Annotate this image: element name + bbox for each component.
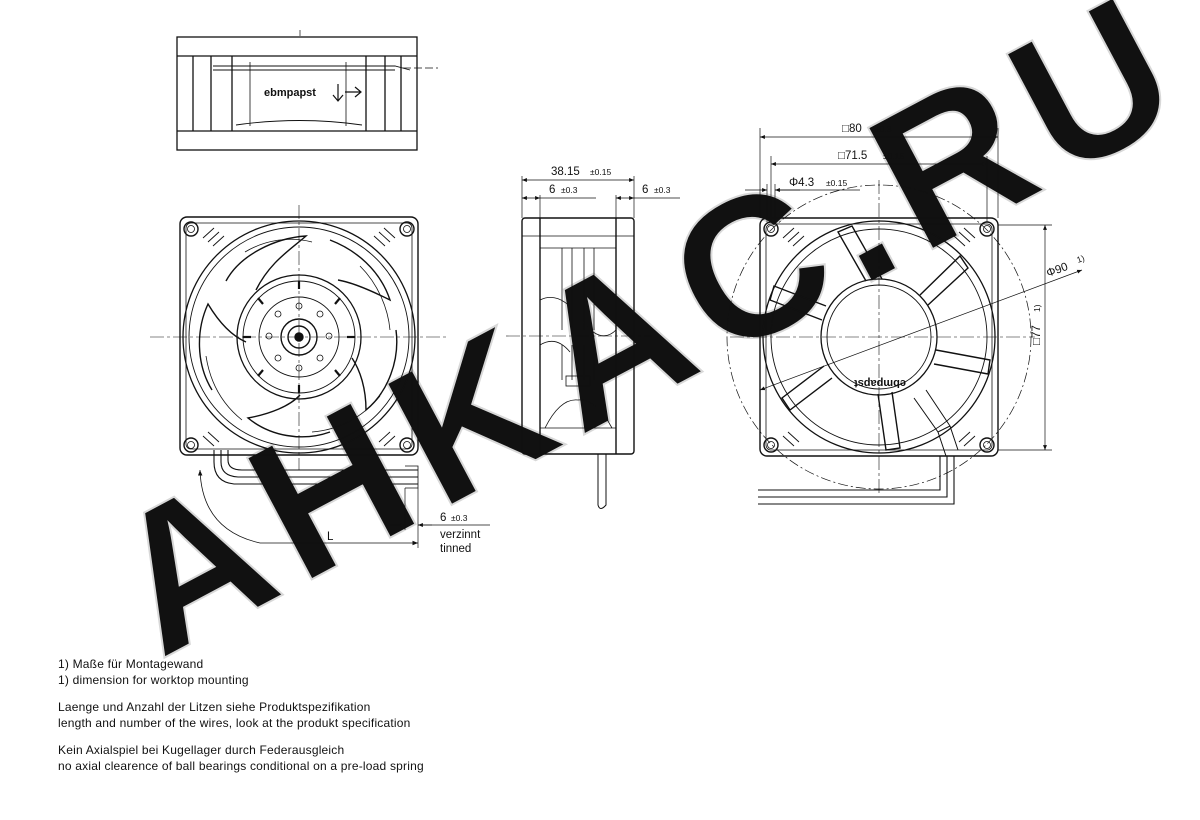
brand-label-back: ebmpapst: [854, 377, 906, 389]
note-en: 1) dimension for worktop mounting: [58, 672, 249, 687]
note-de: Kein Axialspiel bei Kugellager durch Fed…: [58, 743, 345, 757]
wire-strip-en: tinned: [440, 543, 471, 555]
mount-square-value: □77: [1031, 325, 1043, 345]
hole-pitch-tol: ±0.15: [883, 151, 904, 161]
depth-value: 38.15: [551, 166, 580, 178]
flange-left-value: 6: [549, 184, 555, 196]
note-de: 1) Maße für Montagewand: [58, 657, 204, 671]
wire-strip-tol: ±0.3: [451, 513, 468, 523]
back-view: [726, 128, 1083, 505]
mount-square-note: 1): [1032, 304, 1042, 312]
note-de: Laenge und Anzahl der Litzen siehe Produ…: [58, 700, 371, 714]
frame-tol: ±0.3: [875, 124, 892, 134]
cutout-dia-value: Φ90: [1045, 261, 1070, 280]
side-view: [506, 176, 680, 509]
note-group-3: Kein Axialspiel bei Kugellager durch Fed…: [58, 743, 424, 774]
notes-block: 1) Maße für Montagewand 1) dimension for…: [58, 657, 424, 786]
brand-label-top: ebmpapst: [264, 87, 316, 99]
frame-value: □80: [842, 123, 862, 135]
note-group-1: 1) Maße für Montagewand 1) dimension for…: [58, 657, 424, 688]
cutout-dia-note: 1): [1075, 253, 1086, 265]
hole-pitch-value: □71.5: [838, 150, 867, 162]
note-en: length and number of the wires, look at …: [58, 715, 411, 730]
top-view: ebmpapst: [176, 30, 438, 151]
hole-dia-tol: ±0.15: [826, 178, 847, 188]
wire-length-label: L: [327, 531, 334, 543]
flange-right-tol: ±0.3: [654, 185, 671, 195]
wire-strip-de: verzinnt: [440, 529, 481, 541]
hole-dia-value: Φ4.3: [789, 177, 814, 189]
depth-tol: ±0.15: [590, 167, 611, 177]
note-group-2: Laenge und Anzahl der Litzen siehe Produ…: [58, 700, 424, 731]
flange-left-tol: ±0.3: [561, 185, 578, 195]
front-view: [150, 205, 490, 548]
note-en: no axial clearence of ball bearings cond…: [58, 758, 424, 773]
flange-right-value: 6: [642, 184, 648, 196]
wire-strip-value: 6: [440, 512, 446, 524]
